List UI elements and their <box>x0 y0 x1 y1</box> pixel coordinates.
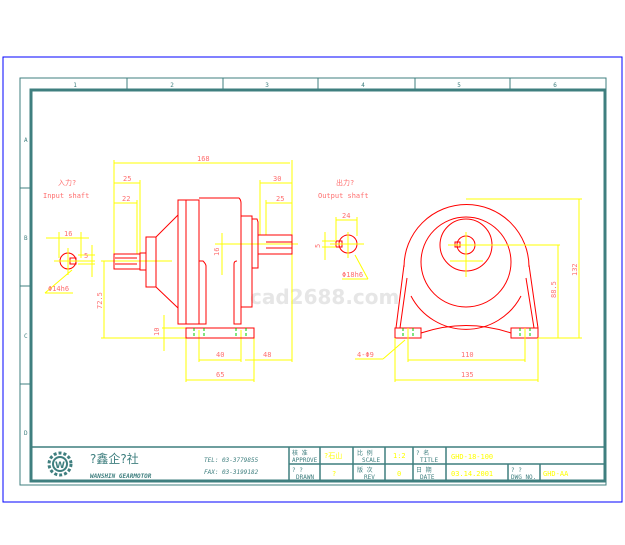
input-shaft-section: 入力? Input shaft 16 5 Φ14h6 <box>43 178 95 294</box>
dim-22: 22 <box>122 195 130 203</box>
company-name-en: WANSHIN GEARMOTOR <box>90 473 152 480</box>
dim-16-height: 16 <box>213 248 221 256</box>
input-shaft-label-en: Input shaft <box>43 192 89 200</box>
dim-30: 30 <box>273 175 281 183</box>
scale-label-en: SCALE <box>362 457 380 464</box>
grid-frame <box>19 77 607 486</box>
dim-key24: 24 <box>342 212 350 220</box>
date-label-cn: 日 期 <box>416 466 432 474</box>
company-tel: TEL: 03-3779855 <box>204 457 259 464</box>
grid-column-dividers <box>20 78 511 385</box>
dwgno-label-en: DWG NO. <box>511 474 536 481</box>
sheet-border <box>2 56 623 503</box>
grid-row-b: B <box>24 235 28 242</box>
dim-40: 40 <box>216 351 224 359</box>
approve-label-cn: 核 准 <box>292 449 308 457</box>
drawn-value: ? <box>332 470 336 478</box>
dim-135: 135 <box>461 371 474 379</box>
drawing-frame <box>29 88 607 483</box>
dim-110: 110 <box>461 351 474 359</box>
rev-label-cn: 版 次 <box>357 466 373 474</box>
grid-row-c: C <box>24 333 28 340</box>
rev-label-en: REV <box>364 474 375 481</box>
title-label-cn: ? 名 <box>416 449 429 457</box>
output-shaft-section: 出力? Output shaft 24 5 Φ18h6 <box>314 178 369 280</box>
grid-col-6: 6 <box>553 82 557 89</box>
side-view: 168 25 22 30 25 16 72.5 10 40 48 65 <box>96 155 298 382</box>
dim-10: 10 <box>153 328 161 336</box>
company-logo: W <box>47 451 73 477</box>
approve-label-en: APPROVE <box>292 457 318 464</box>
date-value: 03.14.2001 <box>451 470 493 478</box>
scale-label-cn: 比 例 <box>357 449 373 457</box>
approve-value: ?石山 <box>324 451 342 460</box>
scale-value: 1:2 <box>393 452 406 460</box>
drawn-label-en: DRAWN <box>296 474 314 481</box>
rev-value: 0 <box>397 470 401 478</box>
title-block: W ?鑫企?社 WANSHIN GEARMOTOR TEL: 03-377985… <box>31 446 605 481</box>
dim-25-output: 25 <box>276 195 284 203</box>
dwgno-value: GHD-AA <box>543 470 569 478</box>
title-label-en: TITLE <box>420 457 438 464</box>
watermark: cad2688.com <box>250 285 399 309</box>
dim-dia14: Φ14h6 <box>48 285 69 293</box>
grid-row-d: D <box>24 430 28 437</box>
dim-dia18: Φ18h6 <box>342 271 363 279</box>
front-view: 132 88.5 110 135 4-Φ9 <box>355 198 582 382</box>
input-shaft-label-cn: 入力? <box>58 178 76 187</box>
dim-overall-168: 168 <box>197 155 210 163</box>
grid-col-3: 3 <box>265 82 269 89</box>
grid-col-4: 4 <box>361 82 365 89</box>
dim-key5-out: 5 <box>314 244 322 248</box>
grid-row-a: A <box>24 137 28 144</box>
output-shaft-label-en: Output shaft <box>318 192 369 200</box>
dim-72-5: 72.5 <box>96 292 104 309</box>
dwgno-label-cn: ? ? <box>511 467 522 474</box>
drawn-label-cn: ? ? <box>292 467 303 474</box>
dim-132: 132 <box>571 263 579 276</box>
dim-48: 48 <box>263 351 271 359</box>
grid-col-2: 2 <box>170 82 174 89</box>
dim-65: 65 <box>216 371 224 379</box>
dim-88-5: 88.5 <box>550 281 558 298</box>
dim-25-input: 25 <box>123 175 131 183</box>
title-value: GHD-18-100 <box>451 453 493 461</box>
grid-col-5: 5 <box>457 82 461 89</box>
dim-key5: 5 <box>84 252 88 260</box>
company-fax: FAX: 03-3199182 <box>204 469 259 476</box>
output-shaft-label-cn: 出力? <box>336 178 354 187</box>
date-label-en: DATE <box>420 474 435 481</box>
dim-key16: 16 <box>64 230 72 238</box>
company-name-cn: ?鑫企?社 <box>90 451 139 466</box>
dim-holes: 4-Φ9 <box>357 351 374 359</box>
grid-col-1: 1 <box>73 82 77 89</box>
svg-text:W: W <box>55 461 65 471</box>
